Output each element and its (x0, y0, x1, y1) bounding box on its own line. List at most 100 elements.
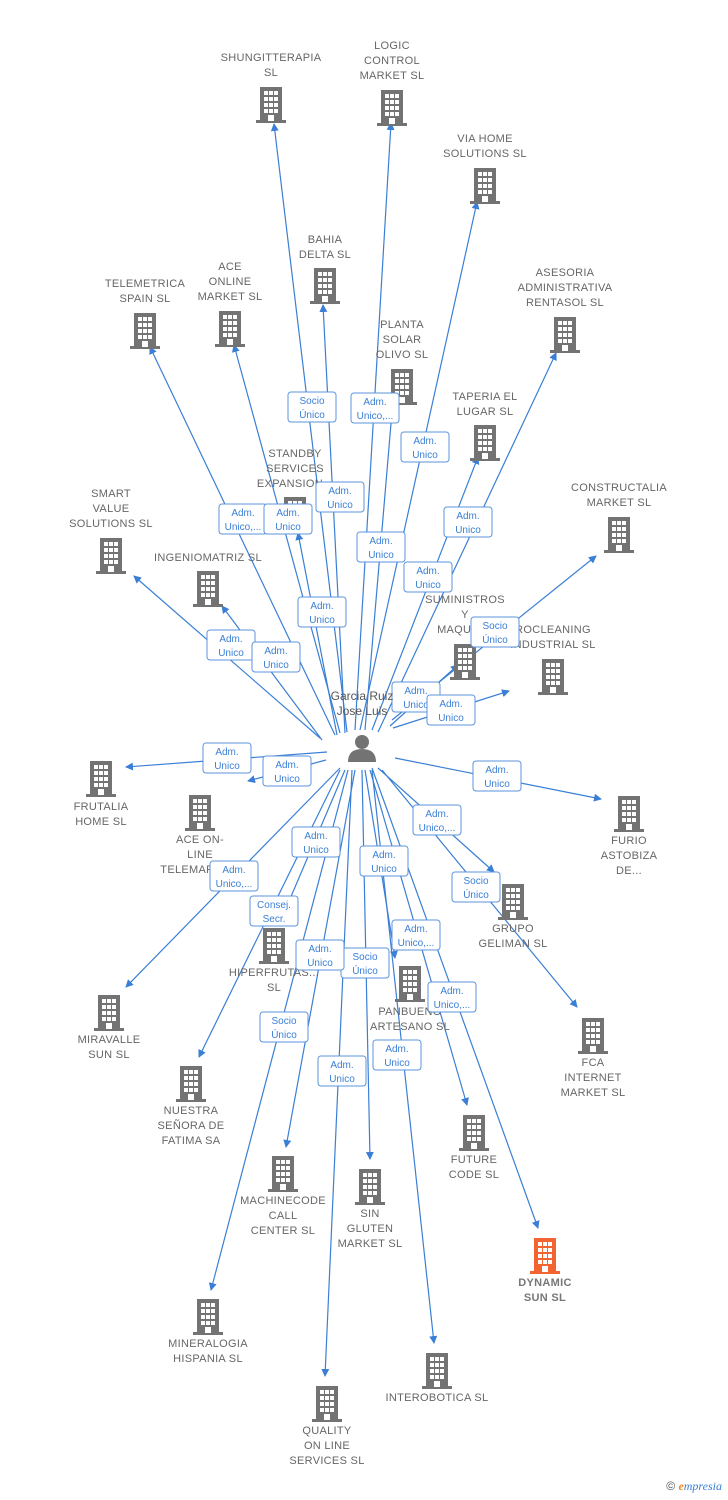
building-icon (395, 966, 425, 1002)
company-name-line: CENTER SL (251, 1225, 315, 1237)
edge-label-standby[interactable]: Adm.Unico (297, 596, 347, 628)
company-name-line: SERVICES (266, 463, 324, 475)
edge-role-text: Adm. (416, 566, 439, 577)
company-name-line: SL (267, 982, 281, 994)
company-name-line: LUGAR SL (457, 406, 514, 418)
edge-label-smart-value[interactable]: Adm.Unico (206, 629, 256, 661)
company-node-furio[interactable]: FURIOASTOBIZADE... (601, 796, 658, 877)
edge-label-quality-online[interactable]: Adm.Unico (317, 1055, 367, 1087)
edge-label-miravalle[interactable]: Adm.Unico,... (209, 860, 259, 892)
company-name-line: SEÑORA DE (158, 1119, 225, 1132)
edge-label-bahia-delta[interactable]: Adm.Unico (315, 481, 365, 513)
company-node-hiperfrutas[interactable]: HIPERFRUTAS...SL (229, 928, 319, 994)
edge-line-logic-control (354, 122, 395, 731)
edge-label-frutalia[interactable]: Adm.Unico (202, 742, 252, 774)
company-name-line: SUMINISTROS (425, 594, 505, 606)
edge-label-ecocleaning[interactable]: Adm.Unico (426, 694, 476, 726)
company-name-line: ASESORIA (536, 267, 595, 279)
company-name-line: CONSTRUCTALIA (571, 482, 667, 494)
edge-label-future-code[interactable]: Adm.Unico,... (391, 919, 441, 951)
edge-role-text: Adm. (363, 397, 386, 408)
edge-label-machinecode[interactable]: Adm.Unico (291, 826, 341, 858)
company-name-line: VIA HOME (457, 133, 513, 145)
edge-label-hiperfrutas[interactable]: Consej.Secr. (249, 895, 299, 927)
edge-role-text: Adm. (328, 486, 351, 497)
company-name-line: SL (264, 67, 278, 79)
company-node-interobotica[interactable]: INTEROBOTICA SL (386, 1353, 489, 1404)
edge-label-box (359, 845, 409, 877)
building-icon (538, 659, 568, 695)
edge-role-text: Unico (274, 774, 300, 785)
company-name-line: LOGIC (374, 40, 410, 52)
edge-label-planta-solar[interactable]: Adm.Unico (356, 531, 406, 563)
edge-label-box (356, 531, 406, 563)
company-node-standby[interactable]: STANDBYSERVICESEXPANSION... (257, 448, 333, 533)
edge-label-interobotica[interactable]: Adm.Unico (372, 1039, 422, 1071)
edge-label-box (472, 760, 522, 792)
brand-watermark[interactable]: © empresia (666, 1479, 722, 1494)
building-icon (498, 884, 528, 920)
company-node-ingeniomatriz[interactable]: INGENIOMATRIZ SL (154, 552, 262, 607)
company-name-line: MACHINECODE (240, 1195, 326, 1207)
edge-label-panbueno[interactable]: Adm.Unico (359, 845, 409, 877)
edge-label-mineralogia[interactable]: Adm.Unico (295, 939, 345, 971)
edge-role-text: Unico (368, 550, 394, 561)
edge-role-text: Unico (438, 713, 464, 724)
edge-label-box (470, 616, 520, 648)
edge-label-telemetrica[interactable]: Adm.Unico,... (218, 503, 268, 535)
building-icon (422, 1353, 452, 1389)
company-name-line: DELTA SL (299, 249, 351, 261)
company-name-line: SUN SL (524, 1292, 566, 1304)
company-name-line: MARKET SL (198, 291, 263, 303)
company-name-line: BAHIA (308, 234, 343, 246)
building-icon (470, 168, 500, 204)
edge-role-text: Adm. (276, 508, 299, 519)
brand-logo-e: e (678, 1479, 684, 1493)
edge-label-logic-control[interactable]: Adm.Unico,... (350, 392, 400, 424)
edge-role-text: Unico (384, 1058, 410, 1069)
edge-label-asesoria[interactable]: Adm.Unico (443, 506, 493, 538)
edge-label-taperia[interactable]: Adm. Unico (403, 561, 453, 593)
edge-label-ace-on-line[interactable]: Adm.Unico (262, 755, 312, 787)
edge-role-text: Adm. (485, 765, 508, 776)
edge-label-furio[interactable]: Adm.Unico (472, 760, 522, 792)
edge-label-ingeniomatriz[interactable]: Adm.Unico (251, 641, 301, 673)
company-name-line: HISPANIA SL (173, 1353, 243, 1365)
edge-label-via-home[interactable]: Adm.Unico (400, 431, 450, 463)
edge-role-text: Adm. (425, 809, 448, 820)
edge-label-grupo-geliman[interactable]: Adm.Unico,... (412, 804, 462, 836)
company-node-bahia-delta[interactable]: BAHIA DELTA SL (299, 234, 351, 304)
edge-label-dynamic-sun[interactable]: Adm.Unico,... (427, 981, 477, 1013)
edge-label-ace-online[interactable]: Adm.Unico (263, 503, 313, 535)
edge-role-text: Unico (415, 580, 441, 591)
